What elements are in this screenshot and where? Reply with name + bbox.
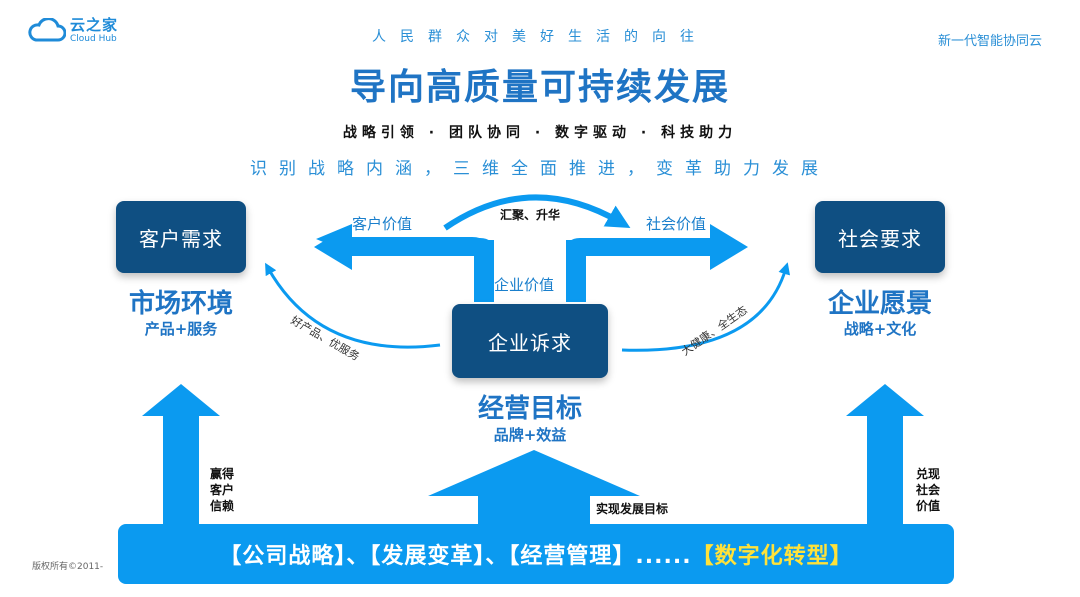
market-env-label: 市场环境 [128,289,233,319]
right-up-label-1: 兑现 [915,467,940,481]
cloud-icon [28,18,66,42]
right-up-label-2: 社会 [915,483,940,497]
top-curve-arrow [443,194,631,231]
bottom-bar: 【公司战略】、【发展变革】、【经营管理】...... 【数字化转型】 [118,524,954,584]
slogan: 人民群众对美好生活的向往 [372,29,708,45]
business-goal-label: 经营目标 [477,394,582,424]
split-arrow [314,224,748,302]
business-goal-sub: 品牌+效益 [493,426,567,444]
logo-subtext: Cloud Hub [70,34,117,44]
vision-sub: 战略+文化 [843,320,917,338]
left-up-label-1: 赢得 [209,467,234,481]
bottom-text: 【公司战略】、【发展变革】、【经营管理】...... [219,544,692,569]
logo: 云之家 Cloud Hub [28,12,148,52]
left-up-label-2: 客户 [209,483,234,497]
right-curve-arrow [621,262,791,352]
customer-value-label: 客户价值 [352,215,413,233]
center-up-arrow [428,450,640,526]
customer-demand-box: 客户需求 [116,201,246,273]
left-up-label-3: 信赖 [209,499,234,513]
top-curve-label: 汇聚、升华 [500,208,561,222]
left-up-label: 赢得 客户 信赖 [202,466,242,514]
page-title: 导向高质量可持续发展 [349,66,730,108]
society-demand-box: 社会要求 [815,201,945,273]
bottom-highlight: 【数字化转型】 [691,544,853,569]
enterprise-demand-box: 企业诉求 [452,304,608,378]
logo-text: 云之家 [70,16,119,34]
left-curve-arrow [265,262,441,349]
enterprise-value-label: 企业价值 [494,276,555,294]
center-up-label: 实现发展目标 [596,502,669,516]
market-env-sub: 产品+服务 [144,320,218,338]
brand-text: 新一代智能协同云 [937,34,1042,49]
social-value-label: 社会价值 [646,215,707,233]
right-up-arrow [846,384,924,525]
vision-label: 企业愿景 [827,289,932,319]
subtitle: 识别战略内涵，三维全面推进，变革助力发展 [250,159,830,179]
right-up-label-3: 价值 [915,499,940,513]
left-up-arrow [142,384,220,525]
pillars-line: 战略引领 · 团队协同 · 数字驱动 · 科技助力 [342,125,738,141]
copyright: 版权所有©2011- [32,562,104,572]
right-up-label: 兑现 社会 价值 [908,466,948,514]
